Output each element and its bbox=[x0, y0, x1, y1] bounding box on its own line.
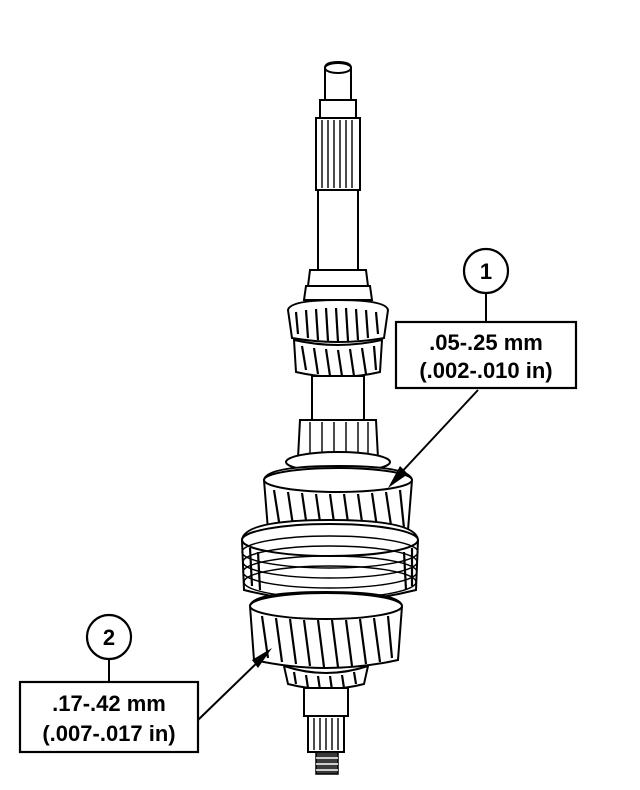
upper-tapered-bearing bbox=[286, 298, 390, 378]
callout-2-spec-mm: .17-.42 mm bbox=[52, 691, 166, 716]
mainshaft bbox=[302, 60, 374, 301]
callout-1-number: 1 bbox=[480, 259, 492, 284]
callout-2-number: 2 bbox=[103, 625, 115, 650]
shaft-middle bbox=[296, 375, 380, 459]
callout-2: 2 .17-.42 mm (.007-.017 in) bbox=[18, 613, 272, 754]
lower-shaft-end bbox=[282, 664, 370, 775]
synchronizer-sleeve bbox=[240, 518, 420, 602]
upper-splines bbox=[321, 120, 353, 188]
callout-1-leader bbox=[397, 389, 479, 477]
upper-gear bbox=[262, 451, 414, 538]
callout-1-spec-mm: .05-.25 mm bbox=[429, 330, 543, 355]
callout-1-arrowhead bbox=[388, 466, 408, 488]
callout-2-arrowhead bbox=[252, 648, 272, 668]
callout-1-spec-in: (.002-.010 in) bbox=[419, 358, 552, 383]
callout-1: 1 .05-.25 mm (.002-.010 in) bbox=[388, 247, 578, 488]
callout-1-spec-box bbox=[394, 320, 578, 390]
callout-2-leader bbox=[197, 657, 263, 721]
callout-2-spec-box bbox=[18, 680, 200, 754]
lower-gear bbox=[248, 590, 404, 669]
callout-2-spec-in: (.007-.017 in) bbox=[42, 721, 175, 746]
